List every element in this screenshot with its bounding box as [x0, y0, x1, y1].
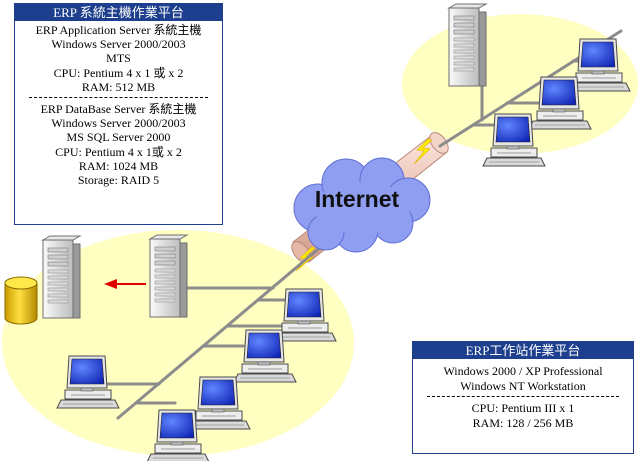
workstation-platform-panel: ERP工作站作業平台 Windows 2000 / XP Professiona… [412, 341, 634, 454]
remote-server-tower-icon [448, 3, 487, 87]
replication-arrow [104, 279, 146, 289]
app-server-os: Windows Server 2000/2003 [51, 37, 186, 52]
lightning-bolt-icon [295, 246, 316, 272]
workstation-panel-title: ERP工作站作業平台 [413, 342, 633, 359]
server-platform-panel: ERP 系統主機作業平台 ERP Application Server 系統主機… [14, 3, 223, 225]
db-server-os: Windows Server 2000/2003 [51, 116, 186, 131]
database-server-tower-icon [42, 235, 81, 319]
app-server-name: ERP Application Server 系統主機 [35, 23, 202, 37]
internet-cloud-icon [293, 157, 431, 253]
app-server-ram: RAM: 512 MB [81, 79, 156, 94]
workstation-ram: RAM: 128 / 256 MB [472, 415, 574, 430]
panel-divider [29, 97, 208, 99]
internet-label: Internet [315, 186, 400, 212]
panel-divider [427, 396, 619, 397]
db-server-ram: RAM: 1024 MB [78, 158, 159, 173]
workstation-cpu: CPU: Pentium III x 1 [471, 401, 575, 415]
app-server-software: MTS [106, 51, 131, 66]
database-cylinder-icon [4, 276, 38, 325]
workstation-os-line1: Windows 2000 / XP Professional [443, 364, 603, 378]
db-server-storage: Storage: RAID 5 [77, 173, 160, 188]
server-panel-title: ERP 系統主機作業平台 [15, 4, 222, 21]
app-server-cpu: CPU: Pentium 4 x 1 或 x 2 [53, 65, 184, 80]
db-server-name: ERP DataBase Server 系統主機 [40, 102, 197, 117]
db-server-cpu: CPU: Pentium 4 x 1或 x 2 [55, 144, 182, 159]
application-server-tower-icon [149, 234, 188, 318]
db-server-software: MS SQL Server 2000 [66, 130, 171, 145]
lightning-bolt-icon [413, 138, 433, 165]
workstation-os-line2: Windows NT Workstation [460, 378, 586, 393]
